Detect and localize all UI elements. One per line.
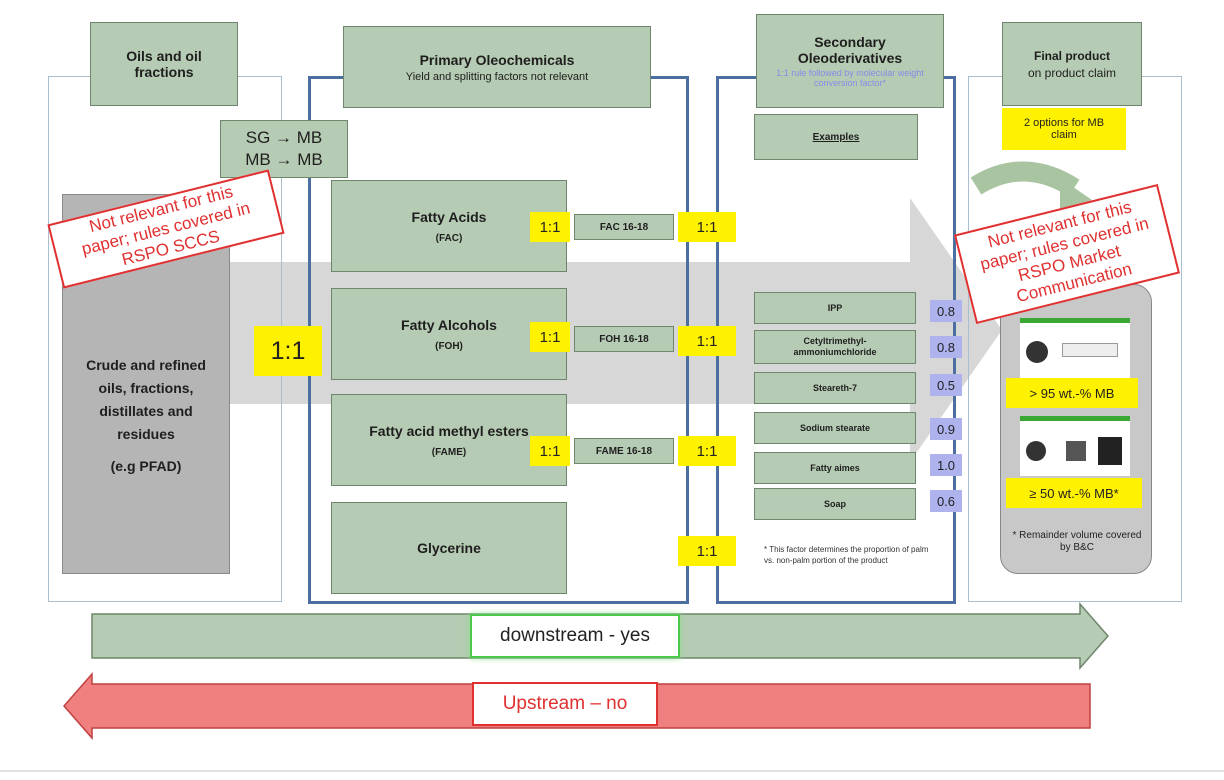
downstream-text: downstream - yes	[500, 625, 650, 646]
factor-value: 0.5	[936, 377, 956, 393]
factor-value: 1.0	[936, 457, 956, 473]
downstream-label-box: downstream - yes	[470, 614, 680, 658]
primary-name: Fatty Alcohols	[401, 316, 497, 333]
ratio-in-label: 1:1	[539, 328, 561, 346]
ratio-in: 1:1	[530, 322, 570, 352]
curved-arrow-icon	[970, 161, 1092, 212]
chain-label: FOH 16-18	[574, 326, 674, 352]
header-final-title: Final product	[1034, 48, 1110, 63]
header-primary-sub: Yield and splitting factors not relevant	[405, 70, 589, 83]
factor-value: 0.8	[936, 303, 956, 319]
secondary-item-name: Sodium stearate	[799, 423, 871, 433]
ratio-in: 1:1	[530, 212, 570, 242]
sg-mb-label: SG → MB MB → MB	[245, 128, 323, 169]
secondary-item: Sodium stearate	[754, 412, 916, 444]
header-oils-label: Oils and oil fractions	[126, 48, 202, 80]
mb-options-text: 2 options for MB claim	[1023, 117, 1105, 141]
factor-value: 0.9	[936, 421, 956, 437]
primary-abbr: (FAC)	[435, 232, 463, 244]
header-secondary-sub: 1:1 rule followed by molecular weight co…	[776, 68, 924, 88]
chain-text: FAME 16-18	[595, 445, 653, 457]
ratio-out: 1:1	[678, 536, 736, 566]
factor-value: 0.8	[936, 339, 956, 355]
remainder-note: * Remainder volume covered by B&C	[1010, 530, 1144, 554]
chain-text: FOH 16-18	[599, 333, 649, 345]
primary-glycerine: Glycerine	[331, 502, 567, 594]
upstream-label-box: Upstream – no	[472, 682, 658, 726]
header-oils: Oils and oil fractions	[90, 22, 238, 106]
header-primary-title: Primary Oleochemicals	[419, 51, 575, 68]
primary-name: Fatty Acids	[411, 208, 487, 225]
ratio-out-label: 1:1	[696, 332, 718, 350]
secondary-factor: 0.9	[930, 418, 962, 440]
secondary-item-name: Fatty aimes	[810, 463, 860, 473]
header-final: Final product on product claim	[1002, 22, 1142, 106]
secondary-factor: 0.5	[930, 374, 962, 396]
primary-fatty-alcohols: Fatty Alcohols (FOH)	[331, 288, 567, 380]
factor-note-text: * This factor determines the proportion …	[764, 545, 929, 565]
secondary-factor: 0.8	[930, 336, 962, 358]
secondary-item: Steareth-7	[754, 372, 916, 404]
product-image-2	[1020, 416, 1130, 476]
claim-50: ≥ 50 wt.-% MB*	[1006, 478, 1142, 508]
secondary-item-name: IPP	[827, 303, 843, 313]
ratio-out-label: 1:1	[696, 542, 718, 560]
ratio-out-label: 1:1	[696, 442, 718, 460]
ratio-in-label: 1:1	[539, 442, 561, 460]
oils-box-text: Crude and refined oils, fractions, disti…	[86, 357, 206, 442]
primary-name: Fatty acid methyl esters	[369, 422, 529, 439]
primary-abbr: (FOH)	[435, 340, 463, 352]
ratio-big: 1:1	[254, 326, 322, 376]
ratio-out-label: 1:1	[696, 218, 718, 236]
secondary-factor: 0.8	[930, 300, 962, 322]
primary-fatty-acids: Fatty Acids (FAC)	[331, 180, 567, 272]
ratio-big-label: 1:1	[270, 336, 306, 365]
secondary-item: IPP	[754, 292, 916, 324]
sg-mb-box: SG → MB MB → MB	[220, 120, 348, 178]
secondary-item-name: Soap	[823, 499, 846, 509]
claim-50-text: ≥ 50 wt.-% MB*	[1029, 485, 1119, 501]
chain-label: FAC 16-18	[574, 214, 674, 240]
product-circle-icon	[1026, 341, 1048, 363]
ratio-out: 1:1	[678, 326, 736, 356]
ratio-out: 1:1	[678, 212, 736, 242]
secondary-item: Fatty aimes	[754, 452, 916, 484]
primary-fame: Fatty acid methyl esters (FAME)	[331, 394, 567, 486]
primary-abbr: (FAME)	[431, 446, 467, 458]
remainder-note-text: * Remainder volume covered by B&C	[1012, 530, 1142, 553]
examples-label: Examples	[754, 114, 918, 160]
examples-text: Examples	[812, 131, 860, 143]
chain-text: FAC 16-18	[599, 221, 649, 233]
ratio-in-label: 1:1	[539, 218, 561, 236]
product-circle-icon	[1026, 441, 1046, 461]
secondary-factor: 1.0	[930, 454, 962, 476]
primary-name: Glycerine	[417, 540, 481, 556]
mb-options: 2 options for MB claim	[1002, 108, 1126, 150]
factor-note: * This factor determines the proportion …	[764, 544, 932, 566]
secondary-item: Cetyltrimethyl-ammoniumchloride	[754, 330, 916, 364]
header-primary: Primary Oleochemicals Yield and splittin…	[343, 26, 651, 108]
product-image-1	[1020, 318, 1130, 378]
upstream-text: Upstream – no	[502, 693, 628, 714]
ratio-out: 1:1	[678, 436, 736, 466]
product-placeholder	[1062, 343, 1118, 357]
oils-box-example: (e.g PFAD)	[110, 458, 182, 474]
secondary-factor: 0.6	[930, 490, 962, 512]
claim-95: > 95 wt.-% MB	[1006, 378, 1138, 408]
chain-label: FAME 16-18	[574, 438, 674, 464]
secondary-item-name: Cetyltrimethyl-ammoniumchloride	[793, 336, 877, 357]
header-final-sub: on product claim	[1027, 65, 1117, 80]
bottom-divider	[0, 770, 1224, 772]
claim-95-text: > 95 wt.-% MB	[1029, 385, 1115, 401]
product-square-icon	[1066, 441, 1086, 461]
header-secondary: Secondary Oleoderivatives 1:1 rule follo…	[756, 14, 944, 108]
oils-box: Crude and refined oils, fractions, disti…	[62, 194, 230, 574]
factor-value: 0.6	[936, 493, 956, 509]
secondary-item-name: Steareth-7	[812, 383, 857, 393]
ratio-in: 1:1	[530, 436, 570, 466]
secondary-item: Soap	[754, 488, 916, 520]
header-secondary-title: Secondary Oleoderivatives	[797, 34, 903, 66]
product-dark-box	[1098, 437, 1122, 465]
